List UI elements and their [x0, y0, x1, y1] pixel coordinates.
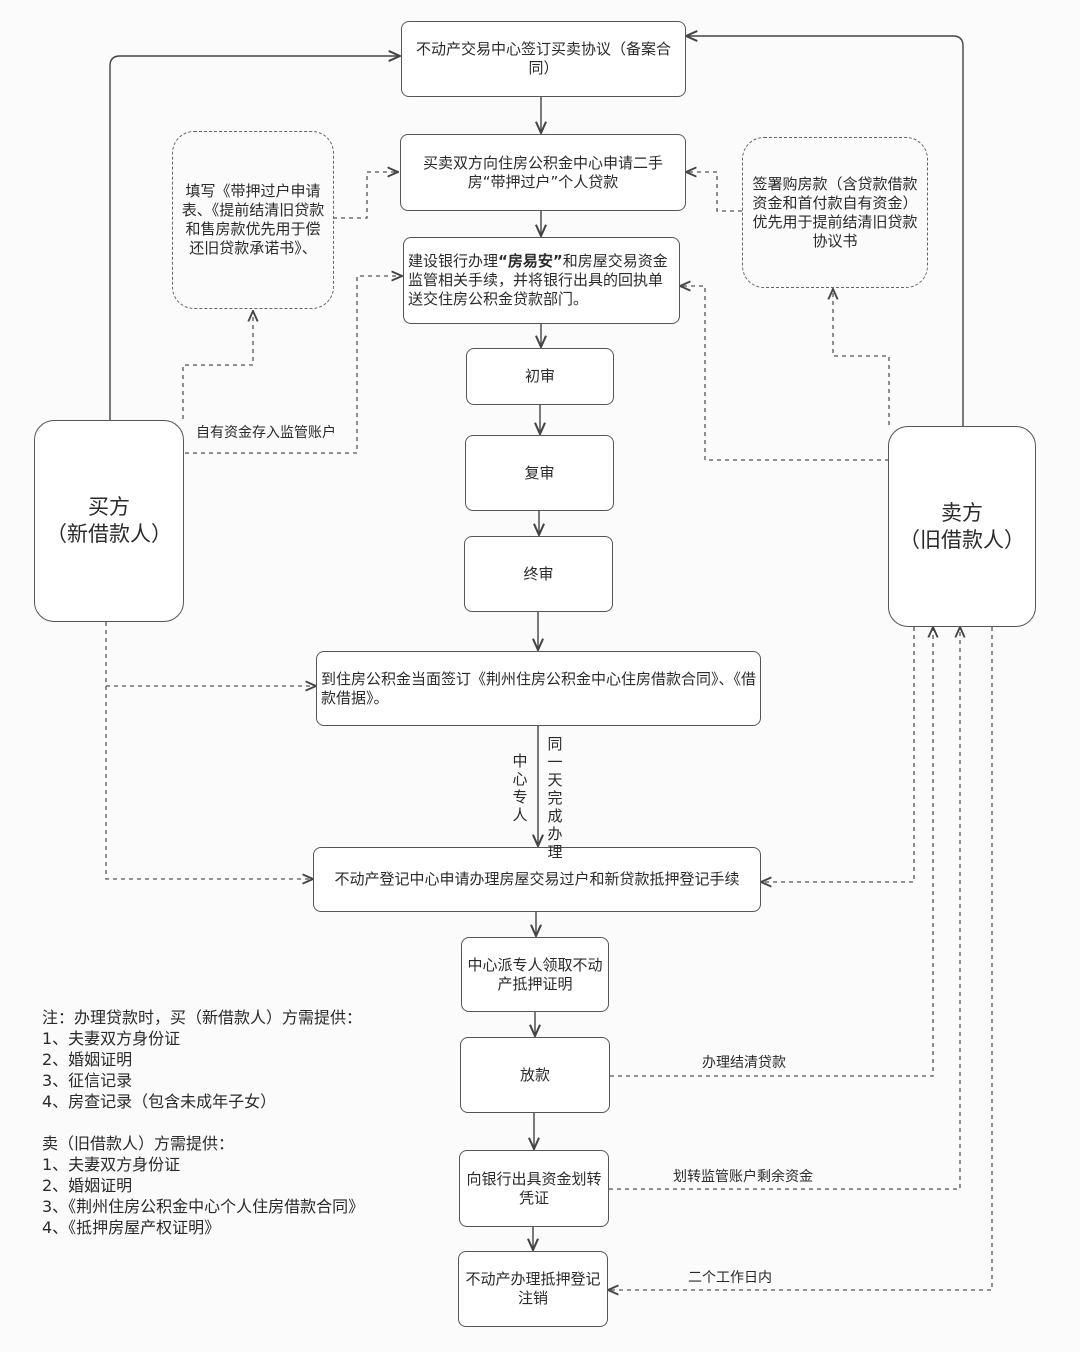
notes-buyer-item: 1、夫妻双方身份证 [42, 1029, 181, 1048]
step-transfer-voucher-text: 向银行出具资金划转凭证 [466, 1169, 602, 1207]
label-same-day: 同一天完成办理 [547, 735, 563, 861]
step-sign-contract: 到住房公积金当面签订《荆州住房公积金中心住房借款合同》、《借款借据》。 [316, 651, 761, 726]
notes-buyer-item: 4、房查记录（包含未成年子女） [42, 1092, 277, 1111]
step-bank-procedures-text: 建设银行办理“房易安”和房屋交易资金监管相关手续，并将银行出具的回执单送交住房公… [408, 252, 675, 309]
notes-buyer-item: 2、婚姻证明 [42, 1050, 133, 1069]
dash-seller-s12 [608, 627, 993, 1290]
label-center-staff: 中心专人 [512, 752, 528, 824]
step-bank-bold: “房易安” [498, 252, 563, 270]
step-sign-agreement: 不动产交易中心签订买卖协议（备案合同） [401, 21, 686, 97]
label-transfer-funds: 划转监管账户剩余资金 [673, 1169, 813, 1185]
notes-seller-item: 1、夫妻双方身份证 [42, 1155, 181, 1174]
notes-seller-item: 3、《荆州住房公积金中心个人住房借款合同》 [42, 1197, 365, 1216]
buyer-documents: 填写《带押过户申请表、《提前结清旧贷款和售房款优先用于偿还旧贷款承诺书》、 [172, 131, 334, 309]
dash-s10-seller [610, 627, 933, 1077]
step-final-review: 终审 [464, 536, 613, 612]
buyer-party: 买方 （新借款人） [34, 420, 184, 622]
label-two-days: 二个工作日内 [688, 1270, 772, 1286]
arrow-buyer-s1 [109, 56, 400, 421]
step-first-review: 初审 [466, 348, 614, 405]
step-sign-contract-text: 到住房公积金当面签订《荆州住房公积金中心住房借款合同》、《借款借据》。 [321, 669, 757, 707]
step-collect-certificate: 中心派专人领取不动产抵押证明 [461, 937, 609, 1012]
seller-party-text: 卖方 （旧借款人） [899, 500, 1025, 552]
step-sign-agreement-text: 不动产交易中心签订买卖协议（备案合同） [415, 40, 671, 77]
step-bank-procedures: 建设银行办理“房易安”和房屋交易资金监管相关手续，并将银行出具的回执单送交住房公… [403, 237, 680, 324]
seller-documents: 签署购房款（含贷款借款资金和首付款自有资金）优先用于提前结清旧贷款协议书 [742, 137, 928, 288]
step-cancel-mortgage-text: 不动产办理抵押登记注销 [465, 1270, 601, 1307]
step-collect-certificate-text: 中心派专人领取不动产抵押证明 [467, 955, 603, 993]
step-transfer-voucher: 向银行出具资金划转凭证 [459, 1150, 609, 1227]
step-bank-pre: 建设银行办理 [408, 252, 499, 270]
step-first-review-text: 初审 [524, 367, 555, 385]
dash-doc-s2 [333, 172, 398, 219]
seller-party: 卖方 （旧借款人） [888, 426, 1036, 627]
seller-documents-text: 签署购房款（含贷款借款资金和首付款自有资金）优先用于提前结清旧贷款协议书 [752, 174, 918, 250]
step-register-transfer-text: 不动产登记中心申请办理房屋交易过户和新贷款抵押登记手续 [334, 870, 740, 888]
arrow-seller-s1 [686, 36, 964, 426]
dash-sellerdoc-s2 [686, 172, 742, 212]
step-bank-post: 和房屋交易资金监管相关手续，并将银行出具的回执单送交住房公积金贷款部门。 [408, 252, 668, 308]
notes-buyer-item: 3、征信记录 [42, 1071, 133, 1090]
dash-seller-s8 [761, 627, 915, 882]
dash-seller-s3 [680, 286, 889, 461]
dash-seller-doc [833, 289, 890, 425]
step-final-review-text: 终审 [523, 564, 554, 583]
dash-buyer-doc [182, 311, 253, 419]
step-disburse: 放款 [460, 1037, 610, 1113]
dash-buyer-s8 [105, 686, 313, 879]
notes: 注：办理贷款时，买（新借款人）方需提供： 1、夫妻双方身份证 2、婚姻证明 3、… [42, 1007, 372, 1238]
label-own-funds: 自有资金存入监管账户 [196, 425, 336, 441]
step-register-transfer: 不动产登记中心申请办理房屋交易过户和新贷款抵押登记手续 [313, 847, 761, 912]
notes-seller-item: 4、《抵押房屋产权证明》 [42, 1218, 221, 1237]
notes-seller-item: 2、婚姻证明 [42, 1176, 133, 1195]
step-cancel-mortgage: 不动产办理抵押登记注销 [458, 1251, 608, 1327]
dash-buyer-s3 [185, 276, 402, 454]
step-apply-loan-text: 买卖双方向住房公积金中心申请二手房“带押过户”个人贷款 [422, 153, 663, 191]
step-apply-loan: 买卖双方向住房公积金中心申请二手房“带押过户”个人贷款 [400, 134, 686, 211]
dash-buyer-s7 [105, 622, 316, 686]
step-second-review: 复审 [465, 435, 614, 511]
notes-seller-title: 卖（旧借款人）方需提供： [42, 1134, 235, 1153]
step-disburse-text: 放款 [519, 1065, 550, 1084]
buyer-party-text: 买方 （新借款人） [46, 495, 172, 546]
step-second-review-text: 复审 [524, 463, 555, 482]
label-settle-loan: 办理结清贷款 [702, 1055, 786, 1071]
notes-buyer-title: 注：办理贷款时，买（新借款人）方需提供： [42, 1008, 363, 1027]
buyer-documents-text: 填写《带押过户申请表、《提前结清旧贷款和售房款优先用于偿还旧贷款承诺书》、 [181, 182, 325, 257]
